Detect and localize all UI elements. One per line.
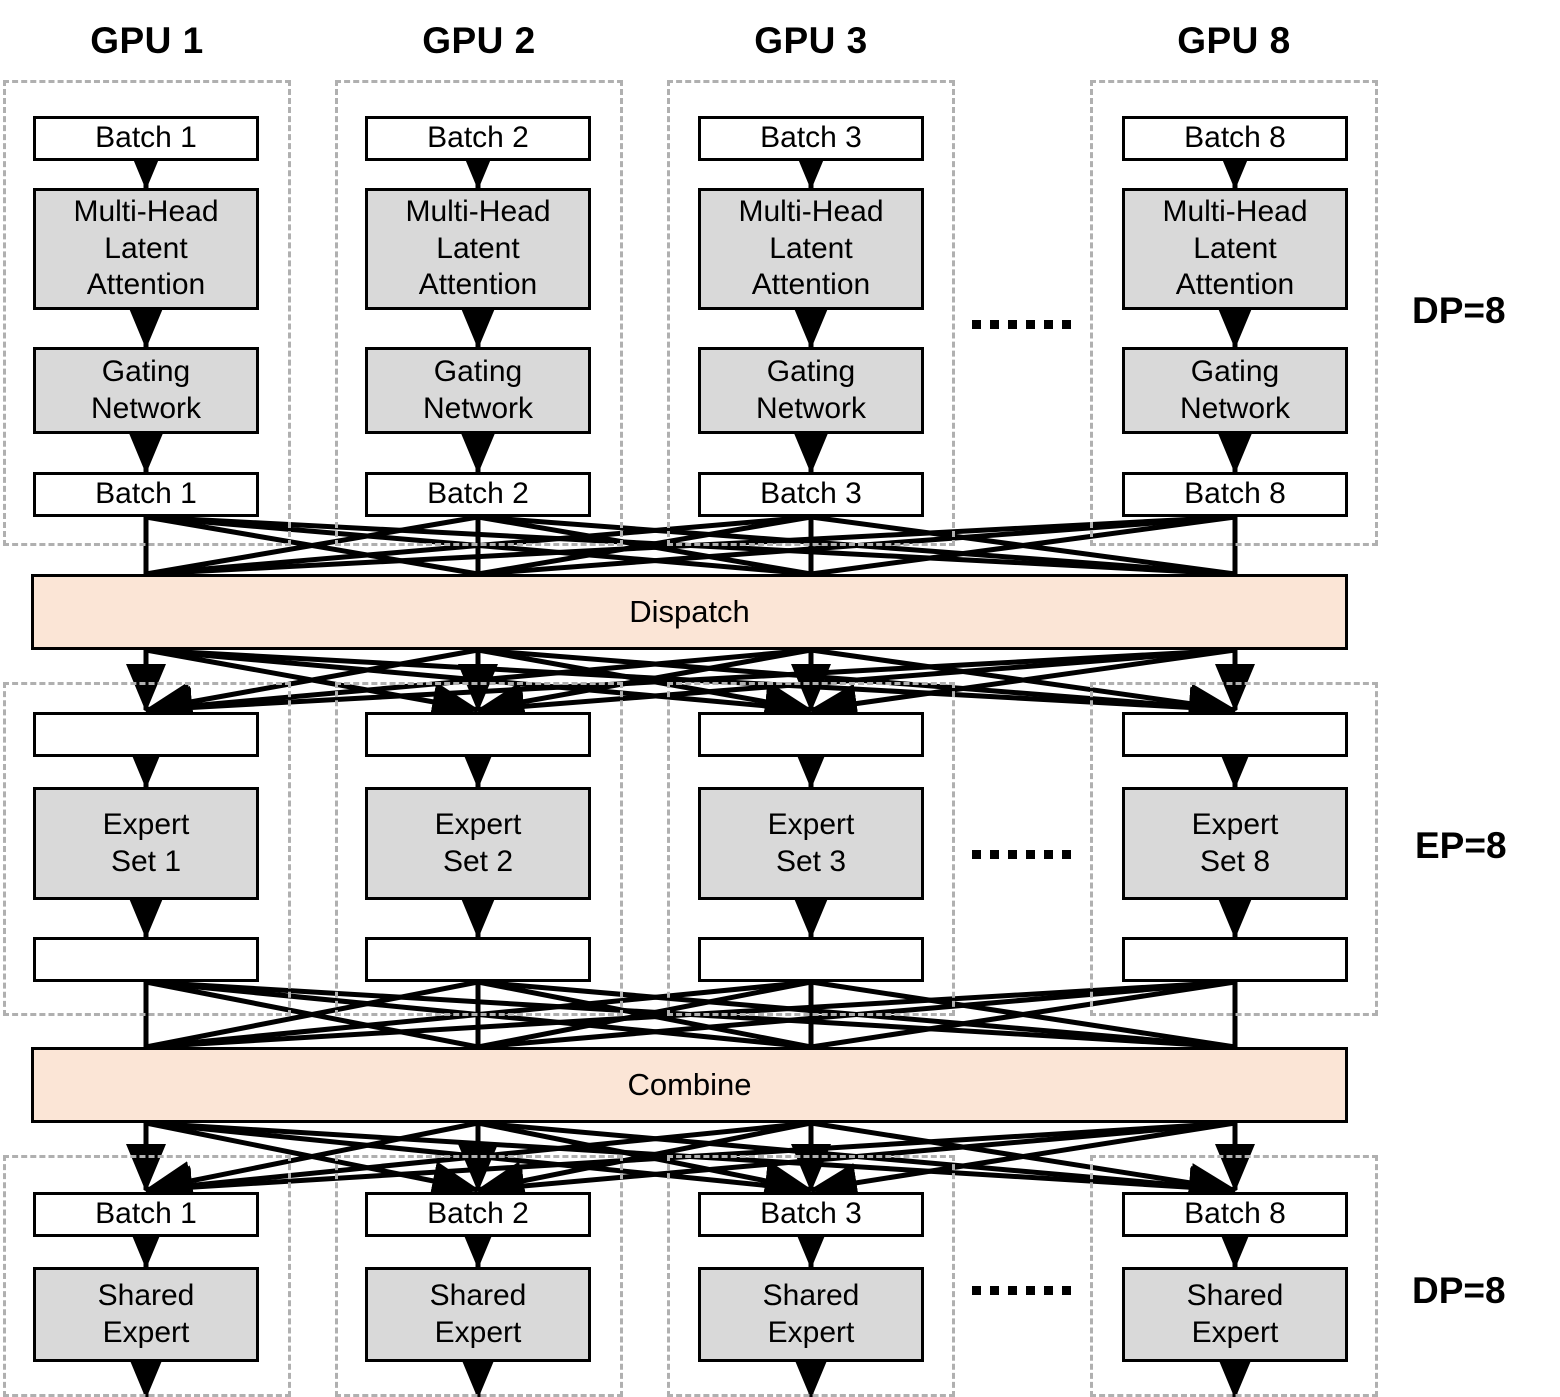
node-batchout-top-3[interactable]: Batch 3 — [698, 472, 924, 517]
gpu-group-mid-3 — [667, 682, 955, 1016]
node-batch-top-2[interactable]: Batch 2 — [365, 116, 591, 161]
gpu-header-2: GPU 2 — [422, 20, 536, 61]
node-tokens-out-mid-3[interactable] — [698, 937, 924, 982]
side-label-dp-bottom: DP=8 — [1412, 1270, 1506, 1311]
node-batch-top-3[interactable]: Batch 3 — [698, 116, 924, 161]
gpu-group-bot-3 — [667, 1155, 955, 1397]
gpu-header-1: GPU 1 — [90, 20, 204, 61]
gpu-group-bot-8 — [1090, 1155, 1378, 1397]
node-batchout-top-2[interactable]: Batch 2 — [365, 472, 591, 517]
node-tokens-in-mid-3[interactable] — [698, 712, 924, 757]
ellipsis-bottom — [972, 1286, 1071, 1295]
gpu-header-8: GPU 8 — [1177, 20, 1291, 61]
combine-bar[interactable]: Combine — [31, 1047, 1348, 1123]
gpu-group-mid-8 — [1090, 682, 1378, 1016]
node-batch-bot-3[interactable]: Batch 3 — [698, 1192, 924, 1237]
ellipsis-middle — [972, 850, 1071, 859]
dispatch-bar[interactable]: Dispatch — [31, 574, 1348, 650]
gpu-group-mid-2 — [335, 682, 623, 1016]
node-tokens-out-mid-2[interactable] — [365, 937, 591, 982]
node-tokens-out-mid-8[interactable] — [1122, 937, 1348, 982]
gpu-group-top-3 — [667, 80, 955, 546]
node-tokens-in-mid-8[interactable] — [1122, 712, 1348, 757]
side-label-ep: EP=8 — [1415, 825, 1507, 866]
gpu-group-top-8 — [1090, 80, 1378, 546]
node-batchout-top-1[interactable]: Batch 1 — [33, 472, 259, 517]
gpu-group-bot-1 — [3, 1155, 291, 1397]
gpu-group-top-2 — [335, 80, 623, 546]
node-batch-bot-1[interactable]: Batch 1 — [33, 1192, 259, 1237]
node-tokens-in-mid-2[interactable] — [365, 712, 591, 757]
side-label-dp-top: DP=8 — [1412, 290, 1506, 331]
gpu-group-bot-2 — [335, 1155, 623, 1397]
node-batch-bot-2[interactable]: Batch 2 — [365, 1192, 591, 1237]
gpu-header-3: GPU 3 — [754, 20, 868, 61]
node-batch-top-8[interactable]: Batch 8 — [1122, 116, 1348, 161]
node-batchout-top-8[interactable]: Batch 8 — [1122, 472, 1348, 517]
gpu-group-top-1 — [3, 80, 291, 546]
node-batch-bot-8[interactable]: Batch 8 — [1122, 1192, 1348, 1237]
node-tokens-in-mid-1[interactable] — [33, 712, 259, 757]
gpu-group-mid-1 — [3, 682, 291, 1016]
node-tokens-out-mid-1[interactable] — [33, 937, 259, 982]
ellipsis-top — [972, 320, 1071, 329]
node-batch-top-1[interactable]: Batch 1 — [33, 116, 259, 161]
